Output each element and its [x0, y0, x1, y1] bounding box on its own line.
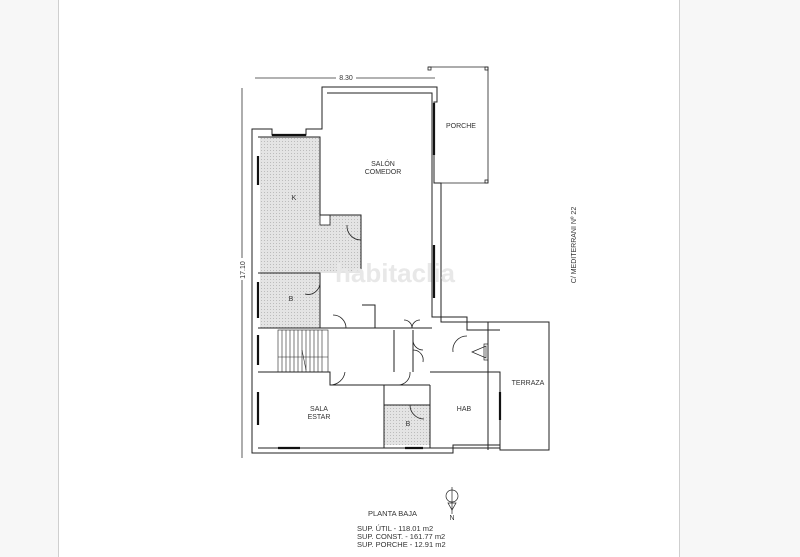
room-label-estar: ESTAR: [308, 414, 331, 421]
width-dimension: 8.30: [339, 75, 353, 82]
plan-title: PLANTA BAJA: [368, 509, 417, 518]
height-dimension: 17.10: [240, 261, 247, 279]
staircase: [277, 329, 329, 373]
surface-util: SUP. ÚTIL - 118.01 m2: [357, 524, 433, 533]
doors: [304, 224, 468, 420]
street-label: C/ MEDITERRANI Nº 22: [571, 207, 578, 284]
bath-area-2: [384, 405, 430, 445]
room-label-comedor: COMEDOR: [365, 169, 402, 176]
room-label-hab: HAB: [457, 406, 472, 413]
room-label-bath-1: B: [289, 296, 294, 303]
room-label-terraza: TERRAZA: [512, 380, 545, 387]
room-label-porche: PORCHE: [446, 123, 476, 130]
boiler-symbol: [471, 343, 489, 361]
kitchen-area: [260, 137, 361, 273]
north-label: N: [449, 515, 454, 522]
room-label-bath-2: B: [406, 421, 411, 428]
porch-outline: [427, 66, 489, 184]
room-label-sala: SALA: [310, 406, 328, 413]
north-arrow-icon: [445, 487, 459, 514]
watermark: habitaclia: [335, 258, 455, 288]
bath-area-1: [260, 273, 320, 328]
surface-porche: SUP. PORCHE - 12.91 m2: [357, 540, 446, 549]
room-label-kitchen: K: [292, 195, 297, 202]
room-label-salon: SALÓN: [371, 159, 395, 168]
surface-const: SUP. CONST. - 161.77 m2: [357, 532, 445, 541]
windows: [256, 103, 502, 450]
